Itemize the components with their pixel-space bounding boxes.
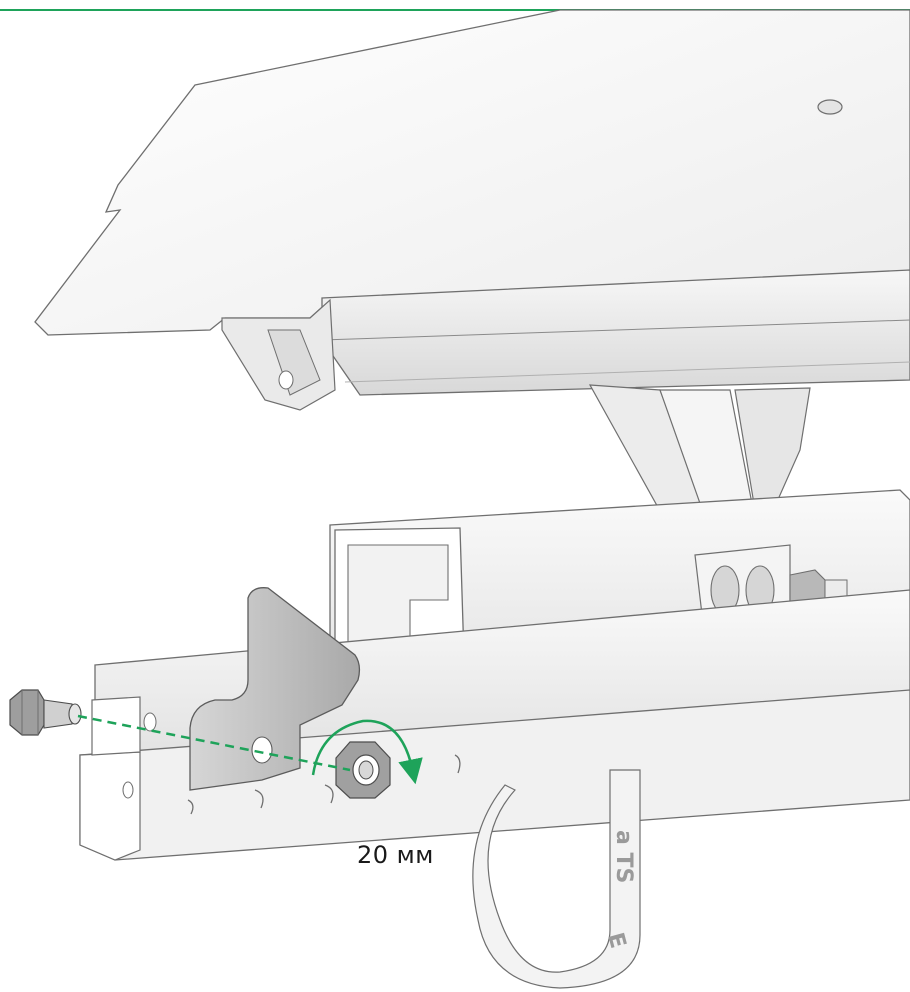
- assembly-axis-line: [77, 714, 351, 772]
- top-plate: [34, 9, 910, 336]
- strap: a TS E: [472, 769, 641, 989]
- hex-bolt-icon: [9, 689, 82, 736]
- z-bracket: [189, 587, 361, 791]
- top-divider: [0, 9, 910, 11]
- plate-clip: [221, 298, 336, 411]
- strap-label: a TS: [611, 830, 636, 883]
- plate-hole: [817, 99, 843, 115]
- upper-beam: [321, 269, 910, 396]
- distance-label: 20 мм: [357, 841, 434, 869]
- hex-nut-icon: [335, 741, 391, 799]
- clockwise-arrow-icon: [311, 719, 423, 785]
- strap-label-2: E: [602, 930, 630, 951]
